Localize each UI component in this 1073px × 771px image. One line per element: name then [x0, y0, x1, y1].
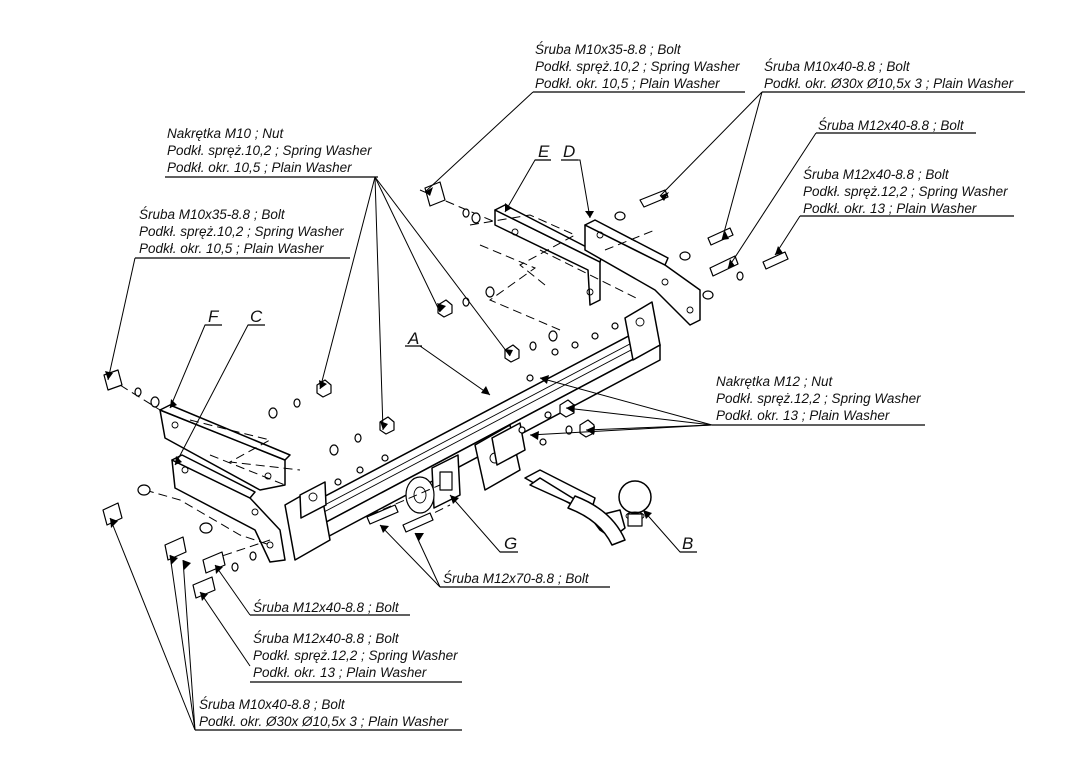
bolt-m12x70 — [366, 504, 434, 533]
bolt-m12x40-top — [702, 251, 789, 300]
callout-line: Podkł. okr. 13 ; Plain Washer — [803, 201, 977, 216]
bolt-m10x40-top — [614, 189, 734, 261]
callout-nut-m12: Nakrętka M12 ; Nut Podkł. spręż.12,2 ; S… — [712, 374, 925, 426]
callout-bolt-m10x40-top: Śruba M10x40-8.8 ; Bolt Podkł. okr. Ø30x… — [762, 59, 1025, 93]
callout-line: Podkł. spręż.10,2 ; Spring Washer — [167, 143, 372, 158]
callout-line: Podkł. okr. 10,5 ; Plain Washer — [167, 160, 352, 175]
callout-bolt-m12x40-bottom-set: Śruba M12x40-8.8 ; Bolt Podkł. spręż.12,… — [250, 631, 462, 683]
bracket-e — [494, 204, 603, 306]
nuts-m10-top — [437, 286, 558, 363]
leader-lines — [107, 91, 817, 731]
callout-line: Śruba M12x40-8.8 ; Bolt — [253, 631, 400, 646]
callout-line: Śruba M12x40-8.8 ; Bolt — [253, 600, 400, 615]
fasteners — [102, 181, 789, 599]
part-label-d: D — [563, 142, 575, 161]
bracket-f — [159, 404, 291, 491]
callout-bolt-m12x40-top-single: Śruba M12x40-8.8 ; Bolt — [816, 118, 976, 134]
callout-bolt-m12x40-bottom-single: Śruba M12x40-8.8 ; Bolt — [250, 600, 410, 616]
part-label-b: B — [682, 534, 693, 553]
part-label-c: C — [250, 307, 263, 326]
callout-line: Śruba M10x40-8.8 ; Bolt — [764, 59, 911, 74]
callout-bolt-m10x35-left: Śruba M10x35-8.8 ; Bolt Podkł. spręż.10,… — [135, 207, 350, 259]
part-letters: A B C D E F G — [205, 142, 697, 553]
bolt-m10x35-left — [103, 369, 160, 408]
part-label-a: A — [407, 329, 419, 348]
callout-line: Podkł. spręż.10,2 ; Spring Washer — [139, 224, 344, 239]
callout-line: Nakrętka M10 ; Nut — [167, 126, 285, 141]
callout-line: Podkł. spręż.10,2 ; Spring Washer — [535, 59, 740, 74]
callout-line: Podkł. okr. 10,5 ; Plain Washer — [535, 76, 720, 91]
socket-plate-g — [405, 454, 461, 514]
callout-bolt-m10x35-top: Śruba M10x35-8.8 ; Bolt Podkł. spręż.10,… — [533, 42, 745, 93]
callout-line: Podkł. spręż.12,2 ; Spring Washer — [253, 648, 458, 663]
part-label-e: E — [538, 142, 550, 161]
bolt-m10x35-top — [424, 181, 481, 224]
nuts-on-crossbar — [334, 322, 619, 486]
callout-line: Podkł. spręż.12,2 ; Spring Washer — [716, 391, 921, 406]
callout-line: Nakrętka M12 ; Nut — [716, 374, 834, 389]
callout-line: Podkł. spręż.12,2 ; Spring Washer — [803, 184, 1008, 199]
crossbar-a — [284, 301, 661, 561]
callout-line: Śruba M12x70-8.8 ; Bolt — [443, 571, 590, 586]
bolt-m12x40-bottom — [192, 551, 257, 599]
part-label-f: F — [208, 307, 220, 326]
callout-line: Podkł. okr. 10,5 ; Plain Washer — [139, 241, 324, 256]
callout-bolt-m12x70: Śruba M12x70-8.8 ; Bolt — [440, 571, 610, 588]
bolt-m10x40-bottom — [102, 484, 213, 561]
callout-line: Śruba M12x40-8.8 ; Bolt — [803, 167, 950, 182]
callout-line: Podkł. okr. Ø30x Ø10,5x 3 ; Plain Washer — [199, 714, 449, 729]
callout-line: Śruba M10x35-8.8 ; Bolt — [535, 42, 682, 57]
callout-line: Śruba M12x40-8.8 ; Bolt — [818, 118, 965, 133]
assembly-dashed-lines — [119, 189, 656, 561]
callout-line: Podkł. okr. 13 ; Plain Washer — [716, 408, 890, 423]
callout-line: Śruba M10x40-8.8 ; Bolt — [199, 697, 346, 712]
arrow-heads — [105, 187, 783, 601]
callout-bolt-m12x40-top-set: Śruba M12x40-8.8 ; Bolt Podkł. spręż.12,… — [800, 167, 1014, 217]
callout-line: Podkł. okr. 13 ; Plain Washer — [253, 665, 427, 680]
callout-nut-m10: Nakrętka M10 ; Nut Podkł. spręż.10,2 ; S… — [165, 126, 378, 178]
part-label-g: G — [504, 534, 517, 553]
bracket-d — [584, 219, 701, 326]
nuts-m10-left — [268, 379, 395, 456]
ball-neck-b — [524, 469, 652, 546]
callout-bolt-m10x40-bottom: Śruba M10x40-8.8 ; Bolt Podkł. okr. Ø30x… — [195, 697, 462, 731]
bracket-c — [171, 454, 286, 563]
callout-line: Śruba M10x35-8.8 ; Bolt — [139, 207, 286, 222]
callout-line: Podkł. okr. Ø30x Ø10,5x 3 ; Plain Washer — [764, 76, 1014, 91]
